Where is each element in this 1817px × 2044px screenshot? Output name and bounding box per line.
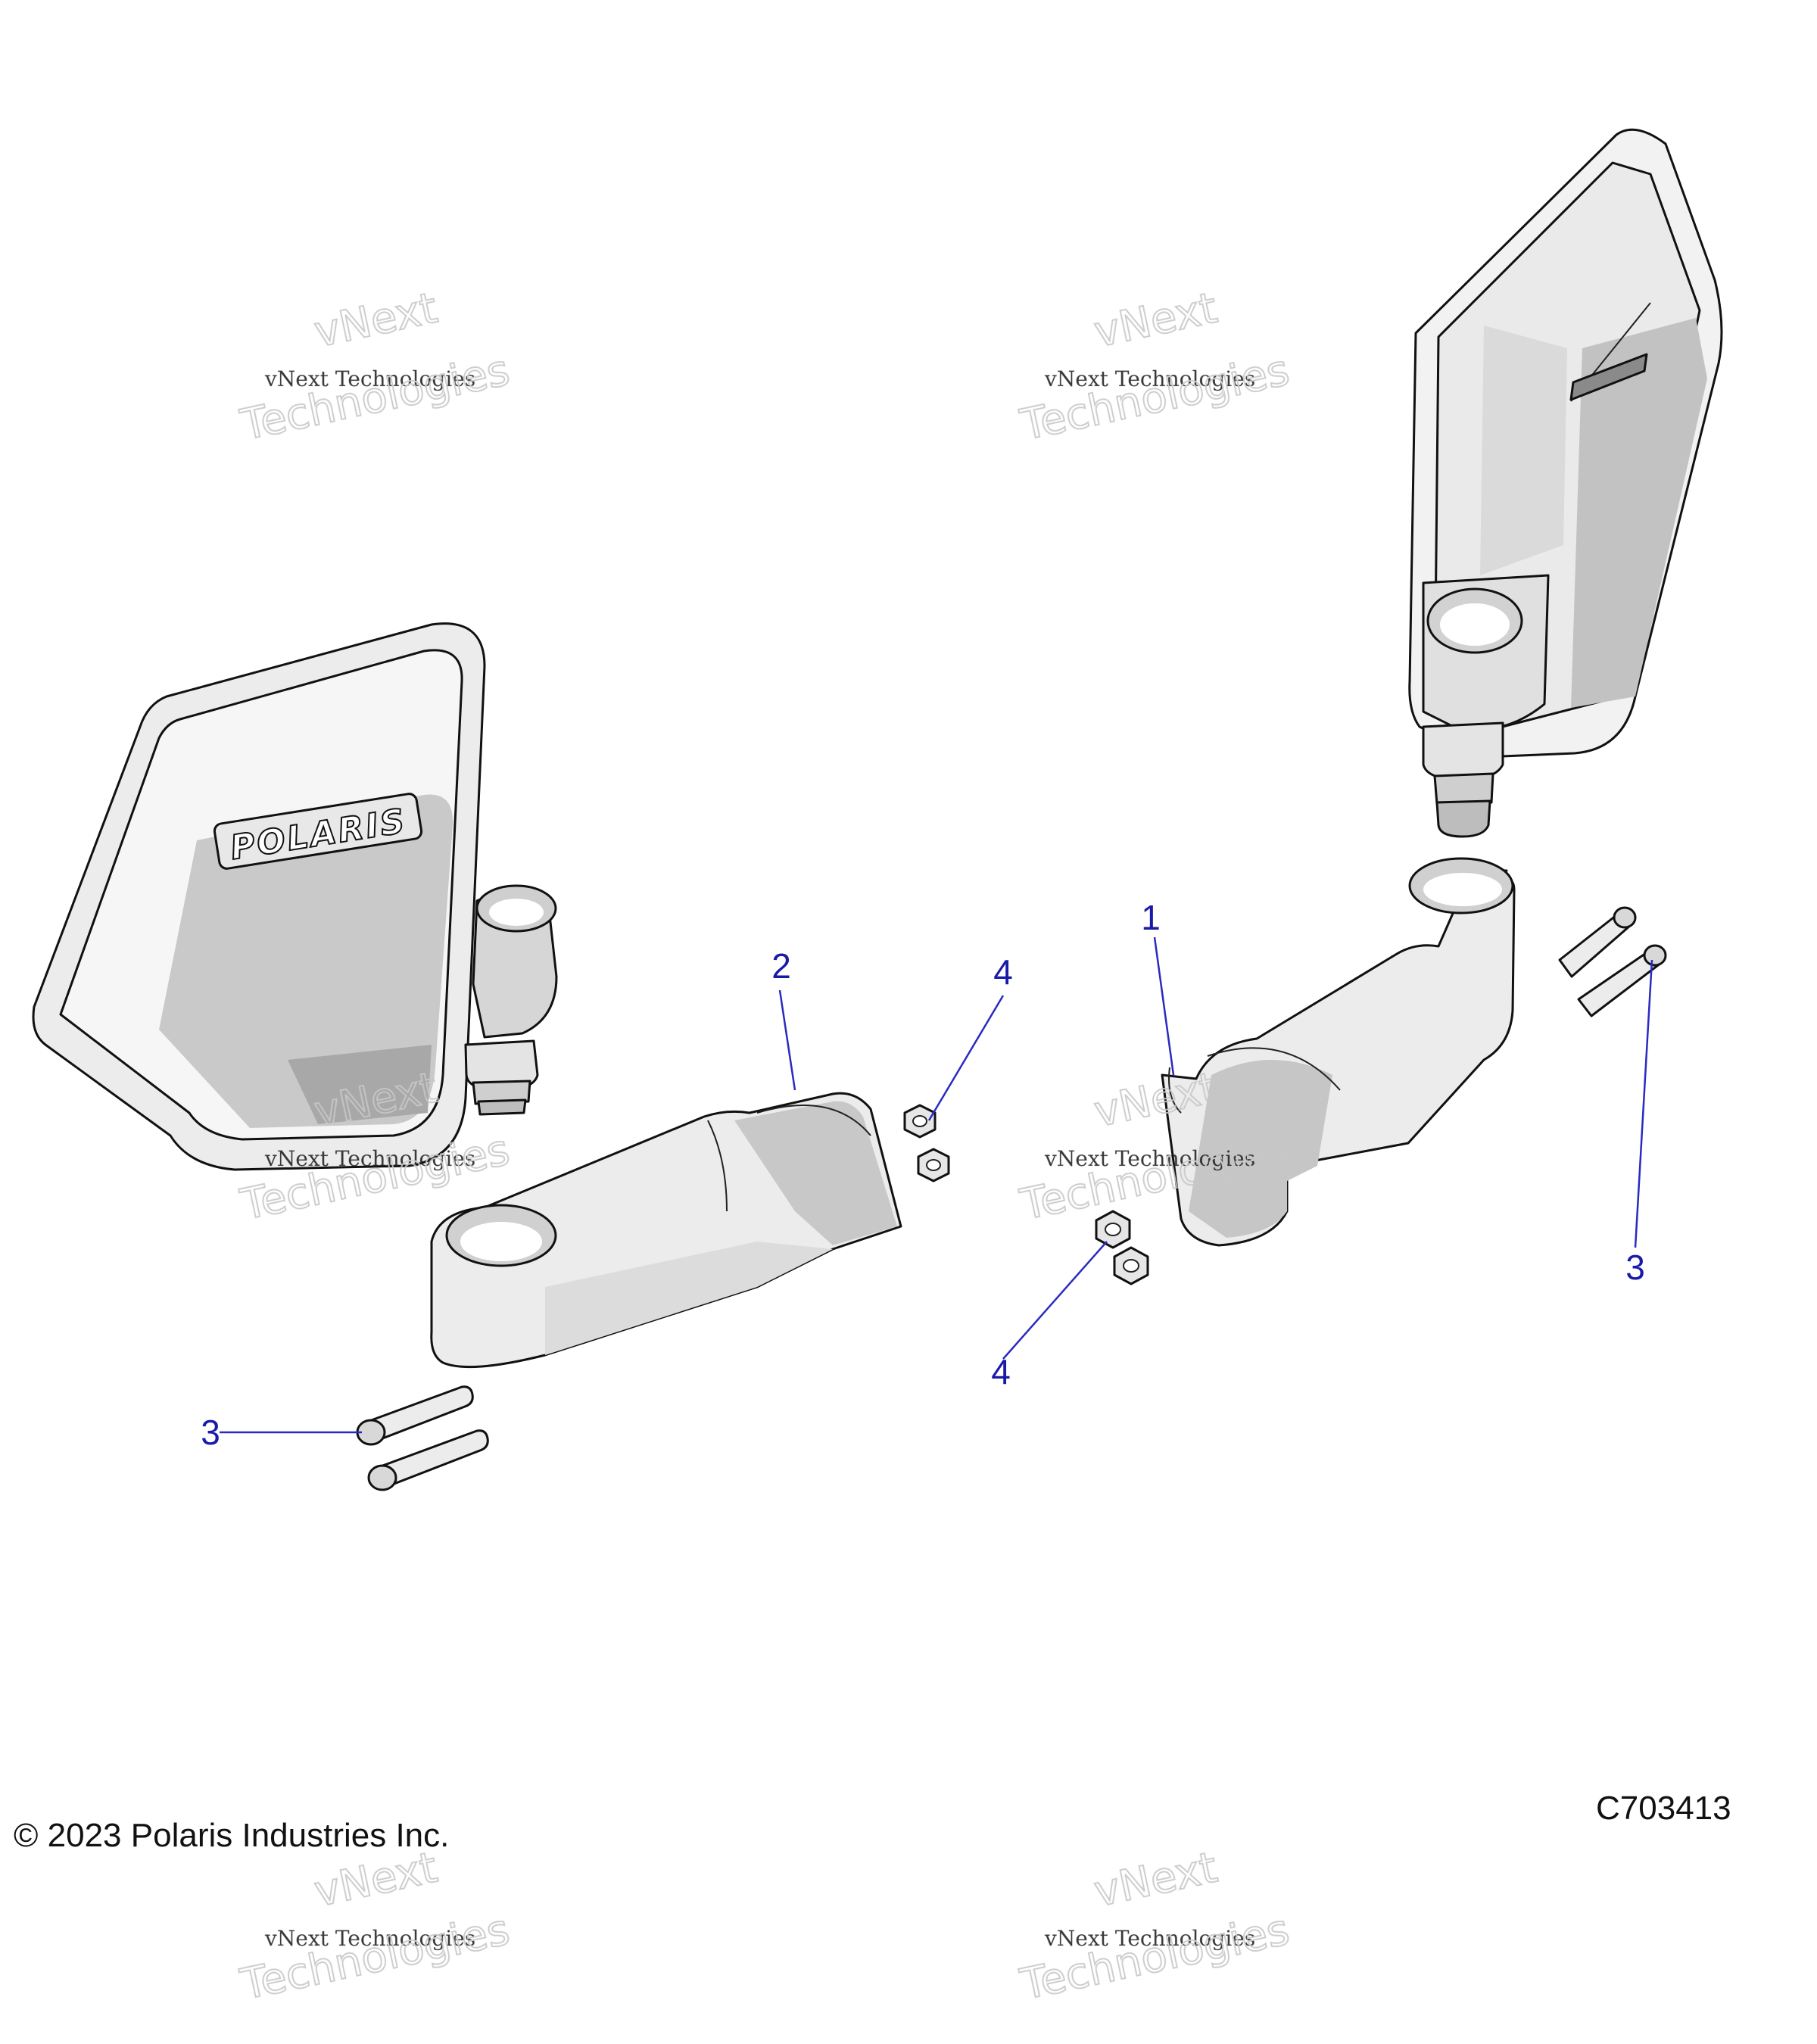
svg-text:vNext Technologies: vNext Technologies — [264, 1926, 475, 1951]
right-mirror — [1408, 128, 1723, 838]
watermark-2: vNext vNext Technologies Technologies — [1015, 282, 1294, 451]
svg-text:Technologies: Technologies — [236, 1905, 513, 2010]
svg-text:vNext Technologies: vNext Technologies — [1044, 1926, 1255, 1951]
screws-left — [356, 1385, 489, 1491]
nuts-right — [1095, 1210, 1149, 1285]
mount-bracket-left — [430, 1092, 902, 1369]
copyright-text: © 2023 Polaris Industries Inc. — [14, 1817, 450, 1854]
svg-text:vNext Technologies: vNext Technologies — [1044, 1146, 1255, 1171]
callout-3-right: 3 — [1625, 1248, 1645, 1287]
svg-text:Technologies: Technologies — [1016, 345, 1293, 450]
svg-text:vNext: vNext — [1090, 283, 1222, 357]
watermark-5: vNext vNext Technologies Technologies — [235, 1842, 514, 2011]
callout-4-lower: 4 — [991, 1352, 1011, 1391]
watermark-6: vNext vNext Technologies Technologies — [1015, 1842, 1294, 2011]
mount-bracket-right — [1161, 857, 1516, 1247]
svg-text:vNext Technologies: vNext Technologies — [264, 1146, 475, 1171]
callouts: 1 2 3 3 4 4 — [201, 898, 1653, 1452]
svg-text:vNext: vNext — [1090, 1843, 1222, 1917]
callout-1: 1 — [1141, 898, 1161, 937]
left-mirror: POLARIS — [32, 622, 558, 1171]
figure-code: C703413 — [1596, 1790, 1731, 1827]
callout-2: 2 — [771, 946, 791, 986]
watermark-1: vNext vNext Technologies Technologies — [235, 282, 514, 451]
svg-text:Technologies: Technologies — [236, 345, 513, 450]
svg-text:vNext Technologies: vNext Technologies — [264, 366, 475, 391]
nuts-left — [903, 1104, 950, 1182]
svg-text:vNext: vNext — [310, 283, 442, 357]
svg-text:vNext Technologies: vNext Technologies — [1044, 366, 1255, 391]
callout-4-upper: 4 — [993, 952, 1013, 992]
callout-3-left: 3 — [201, 1413, 220, 1452]
screws-right — [1558, 906, 1667, 1017]
svg-text:Technologies: Technologies — [1016, 1905, 1293, 2010]
